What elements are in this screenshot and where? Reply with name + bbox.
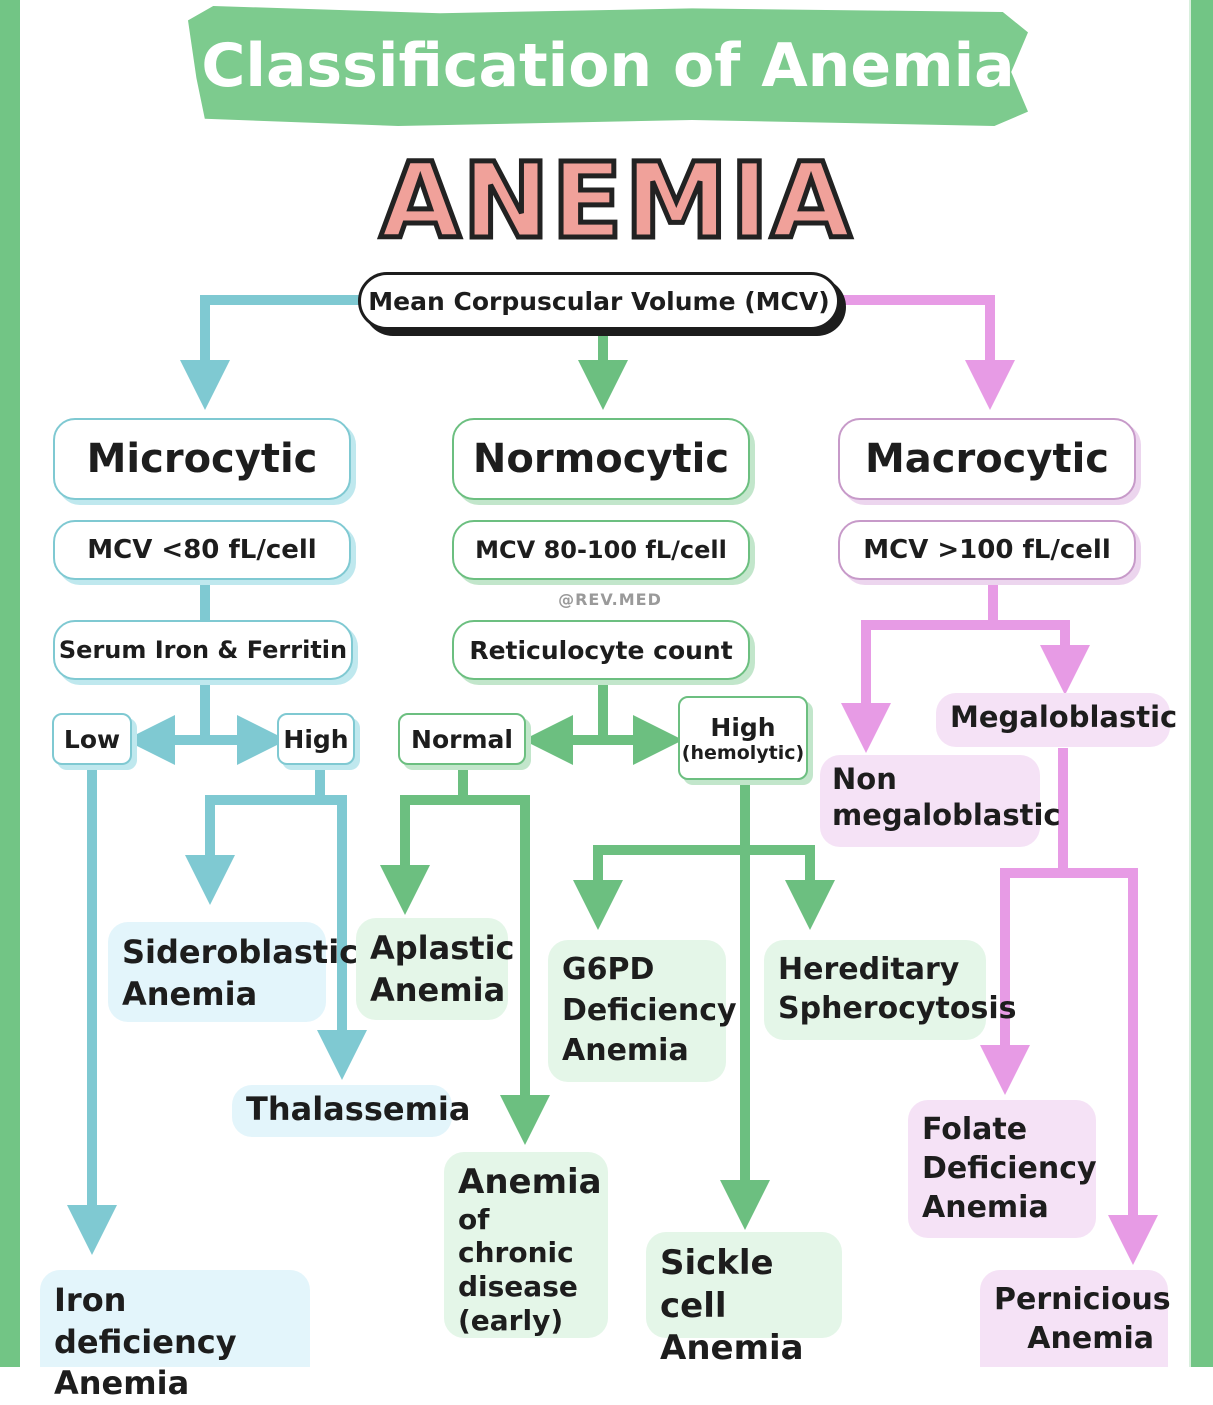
high-split	[185, 766, 325, 905]
microcytic-high: High	[277, 713, 355, 765]
normocytic-high-hemolytic: High (hemolytic)	[678, 696, 808, 780]
arrow-to-aplastic	[380, 766, 468, 915]
normocytic-test: Reticulocyte count	[452, 620, 750, 680]
leaf-aplastic-anemia: Aplastic Anemia	[356, 918, 515, 1020]
leaf-hereditary-spherocytosis: Hereditary Spherocytosis	[764, 940, 1016, 1040]
connector-lines	[67, 295, 1158, 1265]
arrow-to-folate	[980, 868, 1063, 1095]
leaf-pernicious-anemia: Pernicious Anemia	[980, 1270, 1171, 1367]
normocytic-normal: Normal	[398, 713, 526, 765]
arrow-to-microcytic	[180, 295, 365, 410]
title-banner: Classification of Anemia	[188, 6, 1028, 126]
leaf-g6pd-deficiency-anemia: G6PD Deficiency Anemia	[548, 940, 737, 1082]
arrow-to-macrocytic	[840, 295, 1015, 410]
macrocytic-megaloblastic: Megaloblastic	[936, 693, 1177, 747]
page-title: Classification of Anemia	[201, 31, 1015, 101]
normocytic-heading: Normocytic	[452, 418, 750, 500]
microcytic-range: MCV <80 fL/cell	[53, 520, 351, 580]
normocytic-range: MCV 80-100 fL/cell	[452, 520, 750, 580]
macrocytic-heading: Macrocytic	[838, 418, 1136, 500]
watermark: @REV.MED	[558, 590, 662, 609]
arrow-to-thalassemia	[317, 795, 367, 1080]
frame-right	[1191, 0, 1213, 1367]
macrocytic-non-megaloblastic: Non megaloblastic	[820, 755, 1061, 847]
microcytic-low: Low	[52, 713, 132, 765]
leaf-thalassemia: Thalassemia	[232, 1085, 470, 1137]
macrocytic-range: MCV >100 fL/cell	[838, 520, 1136, 580]
leaf-sideroblastic-anemia: Sideroblastic Anemia	[108, 922, 358, 1022]
leaf-folate-deficiency-anemia: Folate Deficiency Anemia	[908, 1100, 1097, 1238]
arrow-to-chronic-disease	[463, 795, 550, 1145]
arrow-to-non-megaloblastic	[841, 620, 993, 753]
frame-left	[0, 0, 20, 1367]
root-anemia-label: ANEMIA	[378, 138, 854, 265]
leaf-iron-deficiency-anemia: Iron deficiency Anemia	[40, 1270, 310, 1402]
arrow-to-megaloblastic	[993, 620, 1090, 695]
arrow-to-g6pd	[573, 845, 745, 930]
microcytic-test: Serum Iron & Ferritin	[53, 620, 353, 680]
microcytic-heading: Microcytic	[53, 418, 351, 500]
leaf-sickle-cell-anemia: Sickle cell Anemia	[646, 1232, 842, 1368]
arrow-to-spherocytosis	[745, 845, 835, 930]
leaf-anemia-of-chronic-disease: Anemia of chronic disease (early)	[444, 1152, 608, 1338]
mcv-criterion-box: Mean Corpuscular Volume (MCV)	[358, 272, 840, 330]
arrow-to-pernicious	[1063, 868, 1158, 1265]
